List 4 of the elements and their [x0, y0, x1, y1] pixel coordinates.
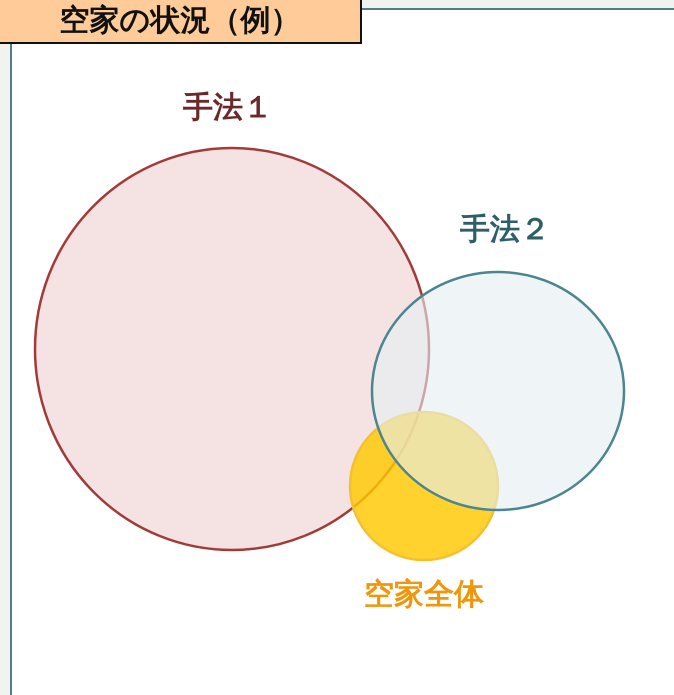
- circle-label: 手法１: [183, 90, 273, 126]
- circle-label: 手法２: [460, 212, 550, 248]
- title-box: 空家の状況（例）: [0, 0, 362, 44]
- circle-label: 空家全体: [364, 577, 484, 613]
